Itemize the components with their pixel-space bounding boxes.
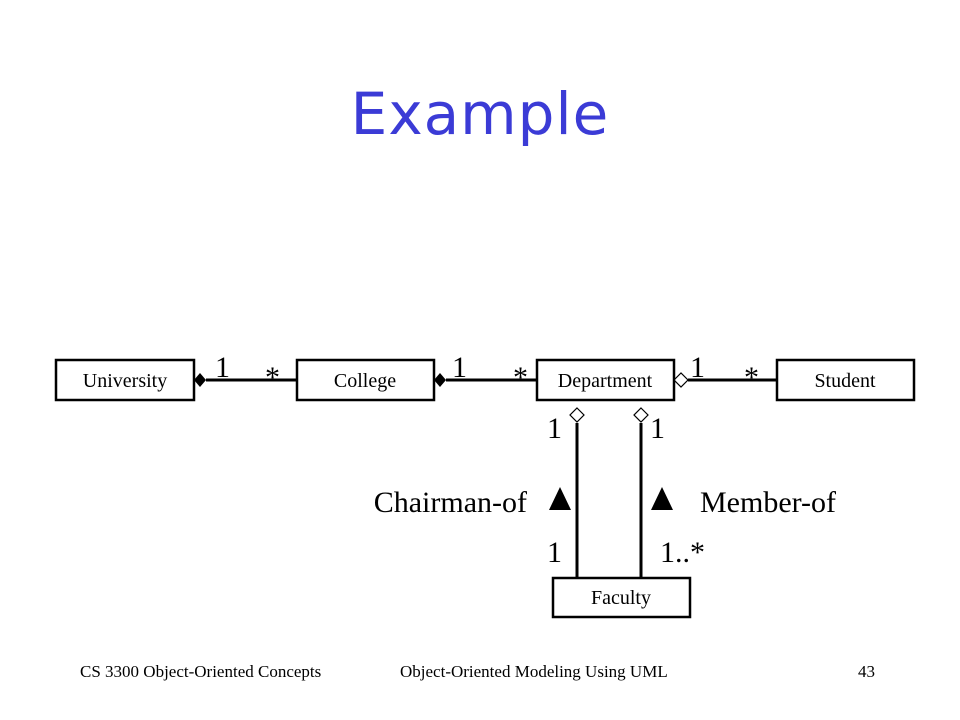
- class-department: Department: [535, 358, 676, 402]
- class-faculty: Faculty: [551, 576, 692, 619]
- class-student: Student: [775, 358, 916, 402]
- multiplicity-label: 1: [215, 351, 230, 384]
- class-student-label: Student: [814, 370, 876, 392]
- class-faculty-label: Faculty: [591, 587, 651, 609]
- multiplicity-label: 1: [547, 412, 562, 445]
- multiplicity-label: *: [265, 361, 280, 394]
- class-university: University: [54, 358, 196, 402]
- page-number: 43: [858, 662, 875, 681]
- multiplicity-label: 1: [547, 536, 562, 569]
- aggregation-diamond-icon: [633, 407, 649, 423]
- direction-triangle-icon: [549, 487, 571, 510]
- slide-title: Example: [350, 80, 610, 148]
- class-university-label: University: [83, 370, 167, 392]
- aggregation-diamond-icon: [673, 372, 689, 388]
- class-college: College: [295, 358, 436, 402]
- chairman-of-label: Chairman-of: [374, 486, 527, 519]
- class-college-label: College: [334, 370, 396, 392]
- multiplicity-label: *: [513, 361, 528, 394]
- aggregation-diamond-icon: [569, 407, 585, 423]
- footer-course: CS 3300 Object-Oriented Concepts: [80, 662, 322, 681]
- composition-diamond-icon: [194, 373, 206, 387]
- multiplicity-label: *: [744, 361, 759, 394]
- class-department-label: Department: [558, 370, 653, 392]
- member-of-label: Member-of: [700, 486, 836, 519]
- multiplicity-label: 1: [650, 412, 665, 445]
- multiplicity-label: 1..*: [660, 536, 705, 569]
- direction-triangle-icon: [651, 487, 673, 510]
- multiplicity-label: 1: [690, 351, 705, 384]
- footer-topic: Object-Oriented Modeling Using UML: [400, 662, 668, 681]
- multiplicity-label: 1: [452, 351, 467, 384]
- composition-diamond-icon: [434, 373, 446, 387]
